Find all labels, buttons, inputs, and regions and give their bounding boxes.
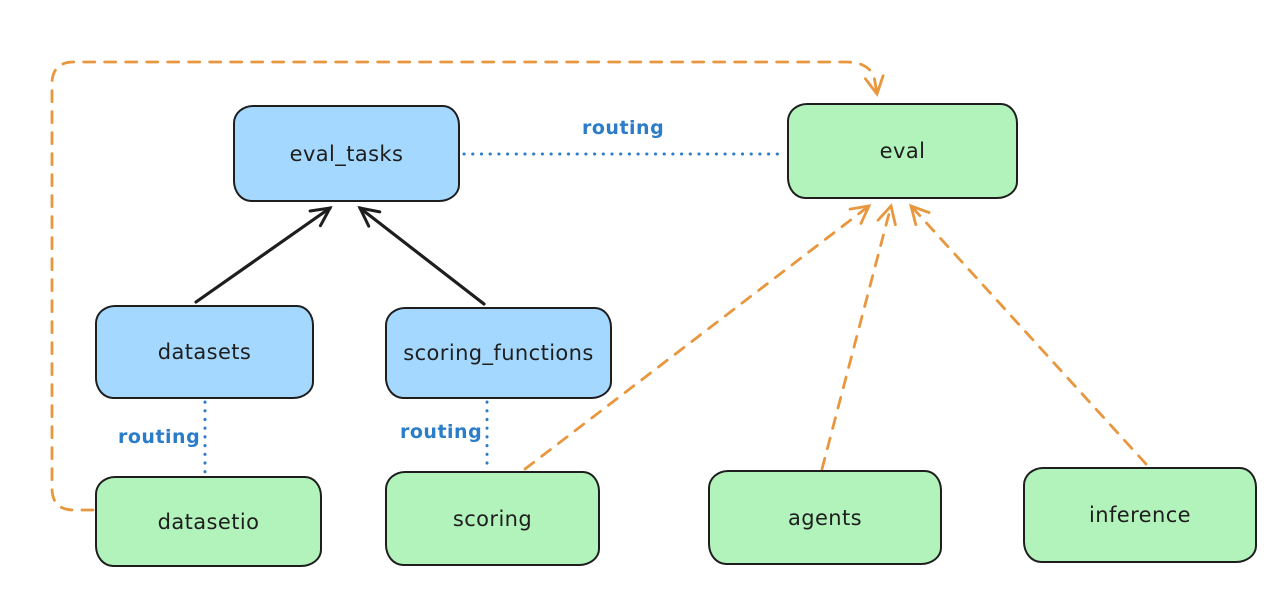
- edge-scoring-to-eval: [523, 204, 872, 471]
- edge-scoring-functions-to-eval-tasks: [360, 208, 486, 306]
- node-datasets-label: datasets: [157, 340, 252, 364]
- node-inference-label: inference: [1089, 503, 1191, 527]
- edge-label-scoring-functions-scoring: routing: [400, 421, 483, 443]
- node-datasetio: datasetio: [95, 476, 322, 567]
- node-scoring-functions: scoring_functions: [385, 307, 612, 399]
- node-scoring: scoring: [385, 471, 600, 566]
- node-inference: inference: [1023, 467, 1257, 563]
- node-datasetio-label: datasetio: [157, 509, 260, 534]
- edge-datasetio-to-eval: [50, 60, 885, 512]
- node-datasets: datasets: [95, 305, 314, 399]
- edge-agents-to-eval: [820, 203, 897, 471]
- node-eval-tasks-label: eval_tasks: [289, 141, 404, 166]
- edge-label-eval-tasks-eval: routing: [582, 117, 665, 139]
- node-agents: agents: [708, 470, 942, 565]
- node-agents-label: agents: [787, 505, 862, 530]
- edge-label-datasets-datasetio: routing: [118, 426, 201, 448]
- node-scoring-functions-label: scoring_functions: [403, 341, 594, 365]
- edge-inference-to-eval: [908, 203, 1148, 466]
- node-eval-label: eval: [879, 139, 926, 163]
- node-eval-tasks: eval_tasks: [233, 105, 460, 202]
- node-eval: eval: [787, 103, 1018, 199]
- node-scoring-label: scoring: [452, 506, 533, 531]
- edge-datasets-to-eval-tasks: [194, 208, 330, 304]
